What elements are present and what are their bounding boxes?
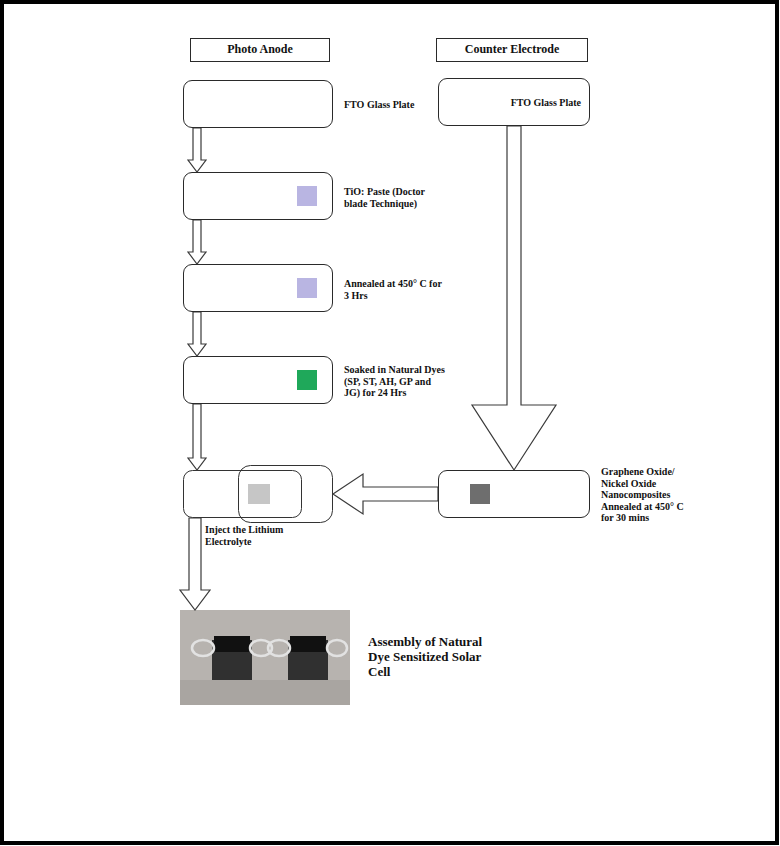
label-holder: FTO Glass Plate [511, 97, 581, 109]
step-label: FTO Glass Plate [511, 97, 581, 109]
cell-photo-frame: Assembly of Natural Dye Sensitized Solar… [180, 610, 350, 705]
section-title: Counter Electrode [465, 43, 560, 57]
cell-photo [180, 610, 350, 705]
clip-handle [192, 640, 214, 656]
step-label: Soaked in Natural Dyes (SP, ST, AH, GP a… [344, 364, 449, 399]
cell-active-area [248, 484, 270, 504]
step-label: Graphene Oxide/ Nickel Oxide Nanocomposi… [601, 466, 696, 524]
annealed-film [297, 278, 317, 298]
flow-arrow [188, 404, 206, 470]
label-holder: Inject the Lithium Electrolyte [205, 524, 320, 547]
photo-shadow [180, 680, 350, 705]
binder-clip [290, 636, 326, 652]
label-holder: Graphene Oxide/ Nickel Oxide Nanocomposi… [601, 466, 696, 524]
clip-handle [268, 640, 290, 656]
glass-plate: FTO Glass Plate [183, 80, 333, 128]
clip-handle [327, 640, 347, 656]
label-holder: TiO: Paste (Doctor blade Technique) [344, 186, 439, 209]
process-step: Soaked in Natural Dyes (SP, ST, AH, GP a… [183, 356, 333, 404]
flow-arrow [188, 312, 206, 356]
cell-assembly: Inject the Lithium Electrolyte [183, 470, 333, 518]
counter-plate [239, 466, 333, 523]
anode-plate [184, 471, 302, 518]
label-holder: FTO Glass Plate [344, 99, 414, 111]
process-step: Graphene Oxide/ Nickel Oxide Nanocomposi… [438, 470, 590, 518]
flow-arrow [188, 128, 206, 172]
label-holder: Soaked in Natural Dyes (SP, ST, AH, GP a… [344, 364, 449, 399]
step-label: TiO: Paste (Doctor blade Technique) [344, 186, 439, 209]
label-holder: Annealed at 450° C for 3 Hrs [344, 278, 444, 301]
section-title: Photo Anode [227, 43, 293, 57]
process-step: TiO: Paste (Doctor blade Technique) [183, 172, 333, 220]
go-nio-film [470, 484, 490, 504]
tio2-film [297, 186, 317, 206]
step-label: FTO Glass Plate [344, 99, 414, 111]
step-label: Inject the Lithium Electrolyte [205, 524, 320, 547]
process-step: Annealed at 450° C for 3 Hrs [183, 264, 333, 312]
flow-arrow [333, 474, 438, 514]
label-holder: Photo Anode [191, 39, 329, 61]
step-label: Assembly of Natural Dye Sensitized Solar… [368, 635, 498, 680]
section-header: Counter Electrode [436, 38, 588, 62]
photo-ground [180, 610, 350, 705]
dyed-film [297, 370, 317, 390]
glass-plate: FTO Glass Plate [438, 78, 590, 126]
section-header: Photo Anode [190, 38, 330, 62]
step-label: Annealed at 450° C for 3 Hrs [344, 278, 444, 301]
label-holder: Assembly of Natural Dye Sensitized Solar… [368, 635, 498, 680]
binder-clip [214, 636, 250, 652]
flow-arrow [188, 220, 206, 264]
label-holder: Counter Electrode [437, 39, 587, 61]
flow-arrow [472, 126, 556, 470]
